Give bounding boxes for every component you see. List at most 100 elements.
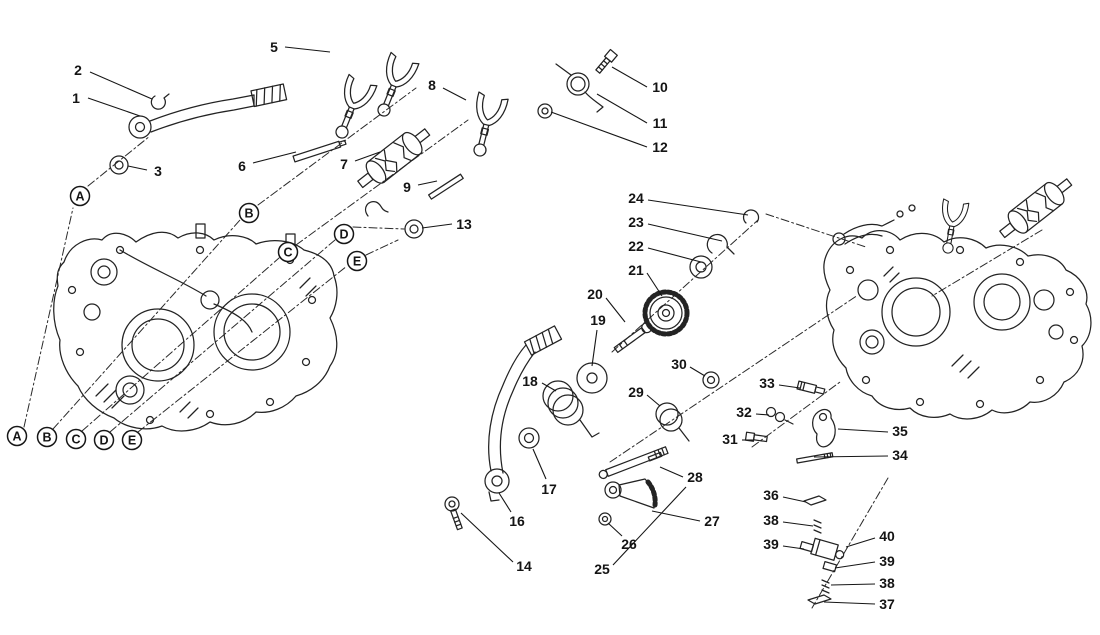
- part-callout-5-3: 5: [270, 39, 278, 55]
- shaft-20: [613, 322, 653, 354]
- letter-callout-d-3: D: [333, 223, 355, 245]
- part-callout-8-6: 8: [428, 77, 436, 93]
- part-callout-24-21: 24: [628, 190, 644, 206]
- part-callout-16-13: 16: [509, 513, 525, 529]
- letter-callout-e-9: E: [121, 429, 143, 451]
- leader-line-32-29: [755, 413, 770, 416]
- leader-line-5-3: [284, 46, 331, 53]
- screws-32: [765, 406, 794, 425]
- leader-line-13-11: [421, 223, 453, 229]
- leader-line-10-8: [611, 66, 648, 88]
- detent-plunger-parts: [799, 495, 845, 605]
- part-callout-23-20: 23: [628, 214, 644, 230]
- leader-line-37-34: [823, 601, 876, 605]
- leader-line-38-35: [782, 521, 814, 527]
- snap-clip-24: [742, 209, 760, 224]
- spring-29: [655, 402, 690, 442]
- gearchange-shaft-25: [598, 446, 669, 480]
- part-callout-32-29: 32: [736, 404, 752, 420]
- leader-line-8-6: [442, 87, 467, 101]
- leader-line-2-1: [89, 71, 153, 100]
- part-callout-1-0: 1: [72, 90, 80, 106]
- leader-line-24-21: [647, 199, 749, 216]
- leader-line-21-18: [646, 272, 663, 297]
- hook-pin: [364, 201, 389, 217]
- shift-forks: [325, 51, 509, 161]
- leader-line-9-7: [417, 180, 438, 186]
- part-callout-25-22: 25: [594, 561, 610, 577]
- leader-line-22-19: [647, 247, 702, 263]
- leader-line-3-2: [127, 165, 148, 171]
- part-callout-37-34: 37: [879, 596, 895, 612]
- part-callout-34-31: 34: [892, 447, 908, 463]
- leader-line-38-36: [830, 583, 876, 586]
- leader-line-16-13: [498, 492, 512, 513]
- washer-3: [109, 155, 129, 175]
- svg-text:B: B: [42, 431, 51, 445]
- letter-callout-c-7: C: [65, 428, 87, 450]
- svg-text:C: C: [71, 433, 80, 447]
- part-callout-7-5: 7: [340, 156, 348, 172]
- leader-line-7-5: [354, 151, 381, 162]
- leader-line-35-32: [837, 428, 889, 433]
- leader-line-33-30: [778, 384, 801, 389]
- part-callout-2-1: 2: [74, 62, 82, 78]
- diagram-artwork: [23, 48, 1092, 609]
- right-crankcase-half: [823, 204, 1092, 420]
- leader-line-34-31: [813, 455, 889, 458]
- leader-line-36-33: [782, 496, 807, 503]
- part-callout-35-32: 35: [892, 423, 908, 439]
- return-spring-18: [542, 380, 600, 438]
- leader-line-19-16: [591, 329, 598, 367]
- pin-12: [537, 103, 553, 119]
- letter-callout-b-1: B: [238, 202, 260, 224]
- part-callout-12-10: 12: [652, 139, 668, 155]
- right-shift-fork: [933, 198, 970, 256]
- sector-gear-27: [604, 478, 658, 509]
- svg-text:E: E: [128, 434, 136, 448]
- part-callout-3-2: 3: [154, 163, 162, 179]
- part-callout-21-18: 21: [628, 262, 644, 278]
- letter-callout-a-0: A: [69, 185, 91, 207]
- leader-line-1-0: [87, 97, 141, 117]
- svg-text:B: B: [244, 207, 253, 221]
- part-callout-39-38: 39: [879, 553, 895, 569]
- leader-line-6-4: [252, 151, 297, 164]
- bolt-33: [796, 380, 826, 395]
- leader-line-30-27: [689, 366, 706, 377]
- kick-lever-16: [484, 325, 563, 502]
- selector-rod: [292, 139, 347, 163]
- part-callout-6-4: 6: [238, 158, 246, 174]
- leader-line-11-9: [596, 93, 648, 124]
- svg-text:C: C: [283, 246, 292, 260]
- svg-text:A: A: [12, 430, 21, 444]
- part-callout-33-30: 33: [759, 375, 775, 391]
- letter-callout-e-4: E: [346, 250, 368, 272]
- detent-lever-35: [812, 408, 836, 448]
- svg-text:D: D: [339, 228, 348, 242]
- leader-line-17-14: [532, 448, 547, 480]
- part-callout-20-17: 20: [587, 286, 603, 302]
- torsion-spring-11: [555, 63, 604, 113]
- part-callout-31-28: 31: [722, 431, 738, 447]
- part-callout-40-39: 40: [879, 528, 895, 544]
- leader-line-20-17: [605, 297, 626, 323]
- part-callout-30-27: 30: [671, 356, 687, 372]
- part-callout-22-19: 22: [628, 238, 644, 254]
- gear-21: [642, 289, 690, 337]
- washer-30: [702, 371, 720, 389]
- part-callout-29-26: 29: [628, 384, 644, 400]
- bolt-10: [595, 48, 618, 74]
- letter-callout-b-6: B: [36, 426, 58, 448]
- svg-text:A: A: [75, 190, 84, 204]
- part-callout-27-24: 27: [704, 513, 720, 529]
- part-callout-26-23: 26: [621, 536, 637, 552]
- part-callout-19-16: 19: [590, 312, 606, 328]
- leader-line-18-15: [541, 382, 557, 392]
- right-case-selector-lever: [832, 219, 895, 246]
- bolt-14: [444, 496, 463, 531]
- leader-line-39-38: [834, 561, 876, 569]
- part-callout-13-11: 13: [456, 216, 472, 232]
